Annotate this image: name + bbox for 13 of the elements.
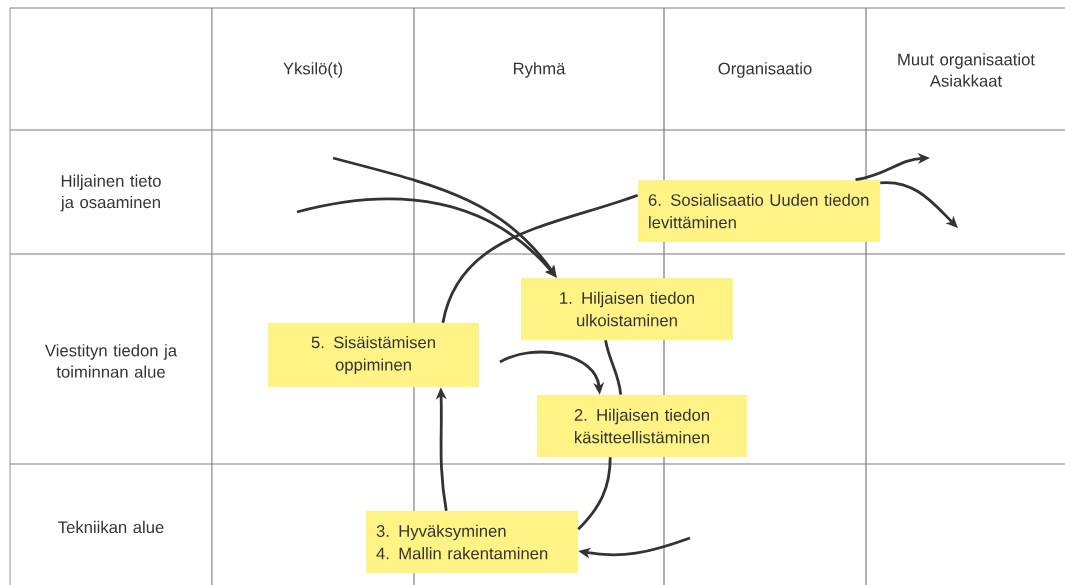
sticky-note: 3. Hyväksyminen 4. Mallin rakentaminen: [366, 511, 578, 573]
row-header: Tekniikan alue: [58, 520, 164, 534]
sticky-note: 2. Hiljaisen tiedon käsitteellistäminen: [537, 395, 747, 457]
column-header: Yksilö(t): [283, 62, 343, 78]
sticky-note: 1. Hiljaisen tiedon ulkoistaminen: [521, 278, 733, 340]
row-header: Hiljainen tieto ja osaaminen: [60, 174, 161, 212]
sticky-note: 6. Sosialisaatio Uuden tiedon levittäminen: [638, 180, 880, 242]
column-header: Organisaatio: [718, 62, 812, 78]
column-header: Ryhmä: [513, 62, 566, 78]
row-header: Viestityn tiedon ja toiminnan alue: [45, 344, 178, 378]
arrow: [880, 181, 958, 228]
column-header: Muut organisaatiot Asiakkaat: [898, 53, 1035, 87]
sticky-note: 5. Sisäistämisen oppiminen: [268, 323, 479, 387]
